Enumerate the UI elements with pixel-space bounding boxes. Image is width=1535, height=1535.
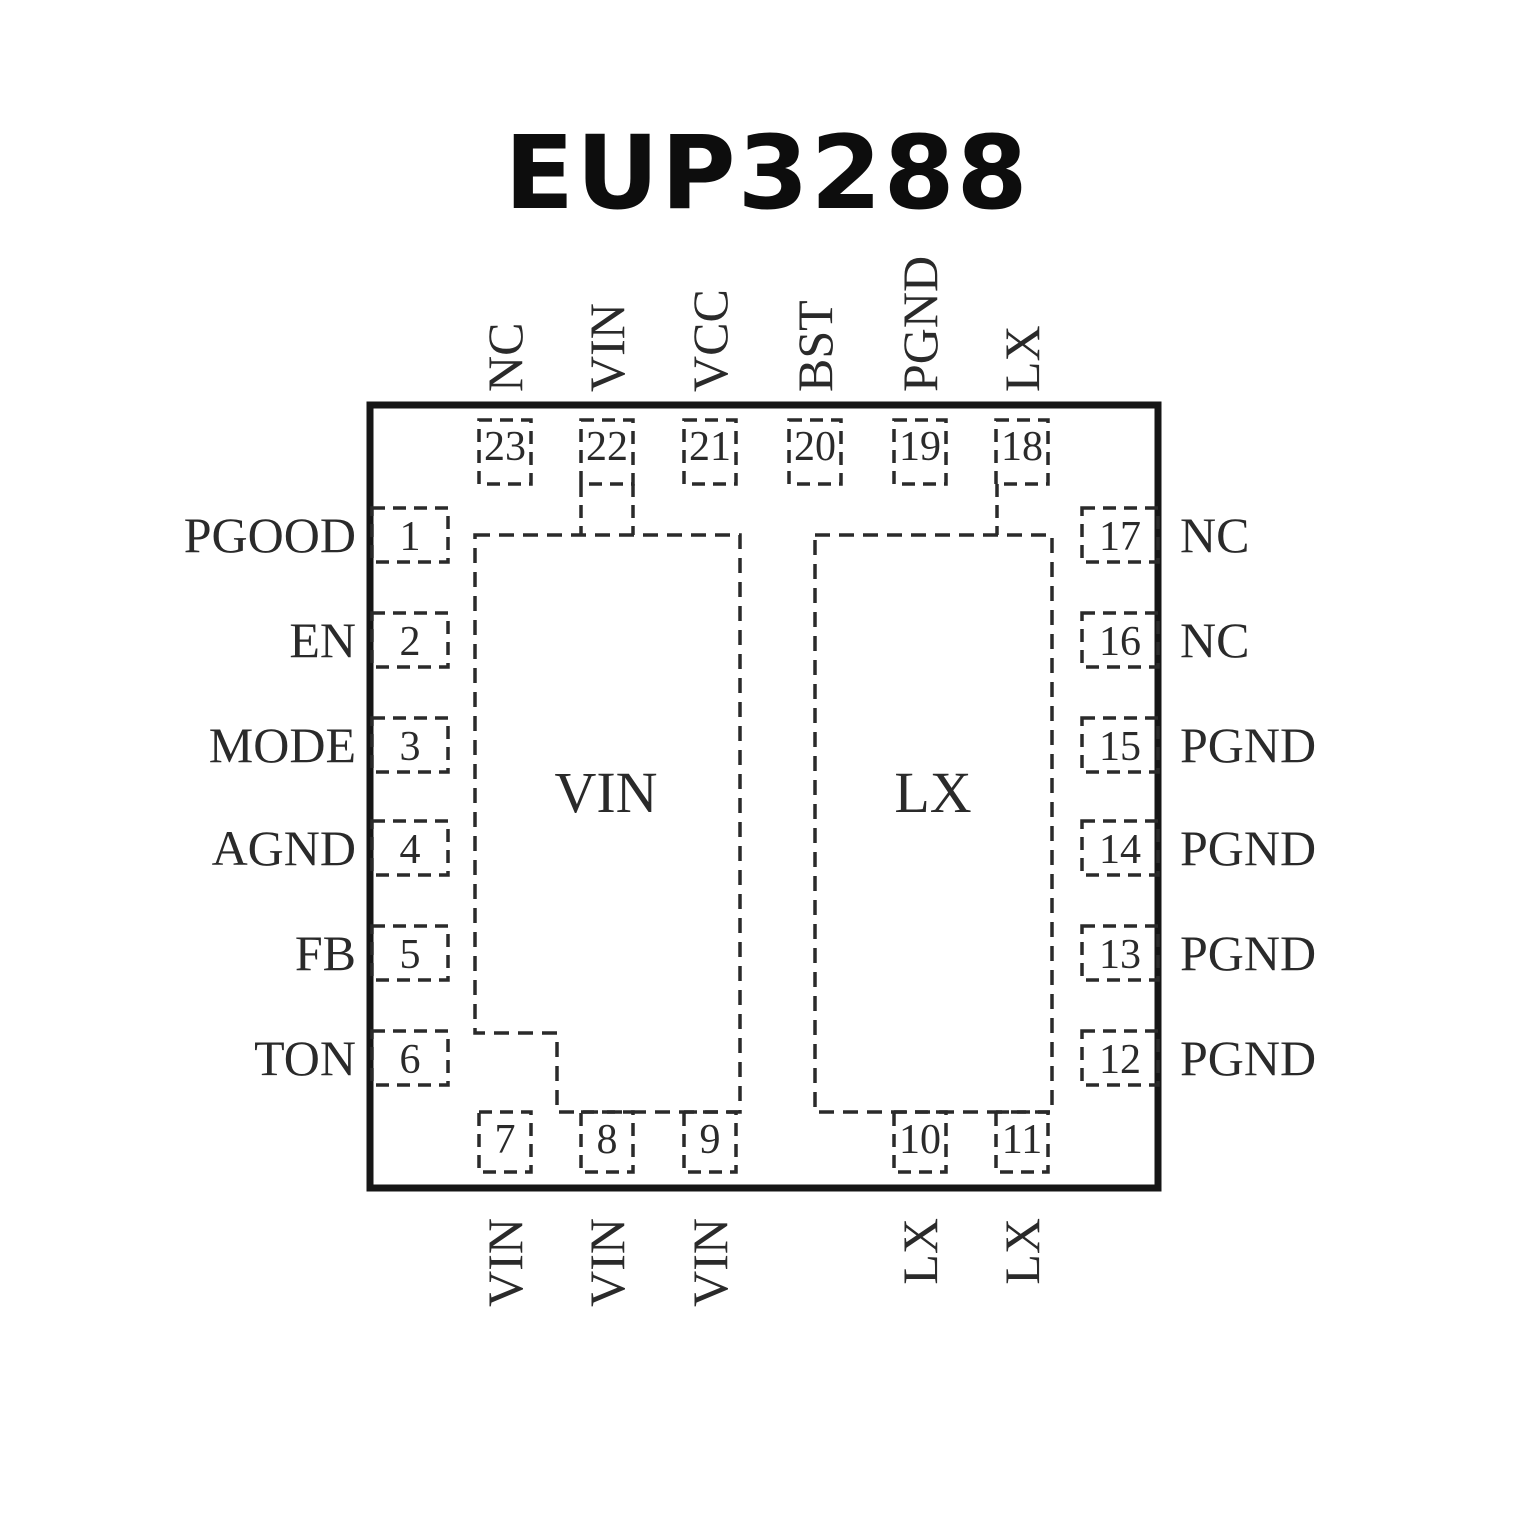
- pin-label: VCC: [682, 289, 738, 392]
- pin-label: PGND: [1180, 717, 1316, 773]
- pin-number: 8: [597, 1117, 618, 1163]
- pin-label: TON: [254, 1030, 356, 1086]
- pin-number: 5: [400, 932, 421, 978]
- pin-number: 10: [899, 1117, 941, 1163]
- pin-top-23: 23 NC: [477, 323, 533, 486]
- pin-right-12: 12 PGND: [1080, 1029, 1316, 1087]
- pin-box: [370, 1029, 450, 1087]
- pin-left-1: 1 PGOOD: [184, 506, 450, 564]
- pin-number: 18: [1001, 424, 1043, 470]
- pin-label: NC: [1180, 612, 1249, 668]
- pin-box: [787, 418, 843, 486]
- pin-label: PGOOD: [184, 507, 356, 563]
- pin-label: FB: [295, 925, 356, 981]
- pin-bottom-7: 7 VIN: [477, 1110, 533, 1307]
- pin-right-13: 13 PGND: [1080, 924, 1316, 982]
- pin-top-19: 19 PGND: [892, 256, 948, 486]
- pin-box: [892, 1110, 948, 1174]
- pin-number: 19: [899, 424, 941, 470]
- pin-box: [682, 1110, 738, 1174]
- pin-box: [477, 418, 533, 486]
- pin-box: [994, 418, 1050, 486]
- pin-number: 6: [400, 1037, 421, 1083]
- pin-label: VIN: [579, 303, 635, 392]
- pin-top-22: 22 VIN: [579, 303, 635, 486]
- pin-top-18: 18 LX: [994, 325, 1050, 486]
- lx-pad-label: LX: [894, 760, 971, 825]
- pin-number: 23: [484, 424, 526, 470]
- pin-label: PGND: [1180, 1030, 1316, 1086]
- pin-bottom-9: 9 VIN: [682, 1110, 738, 1307]
- pin-number: 11: [1002, 1117, 1042, 1163]
- pin-number: 1: [400, 514, 421, 560]
- pin-top-20: 20 BST: [787, 300, 843, 486]
- pin-label: VIN: [682, 1218, 738, 1307]
- pin-box: [370, 924, 450, 982]
- pin-label: MODE: [209, 717, 356, 773]
- pin-left-4: 4 AGND: [212, 819, 450, 877]
- pin-label: AGND: [212, 820, 356, 876]
- pin-number: 15: [1099, 724, 1141, 770]
- pin-box: [579, 1110, 635, 1174]
- pin-box: [994, 1110, 1050, 1174]
- pin-number: 2: [400, 619, 421, 665]
- pin-label: LX: [994, 1218, 1050, 1285]
- chip-title: EUP3288: [504, 114, 1029, 233]
- pin-top-21: 21 VCC: [682, 289, 738, 486]
- pin-label: NC: [1180, 507, 1249, 563]
- pin-box: [370, 819, 450, 877]
- pin-box: [370, 506, 450, 564]
- pin-bottom-10: 10 LX: [892, 1110, 948, 1285]
- pin-number: 13: [1099, 932, 1141, 978]
- pin-label: EN: [289, 612, 356, 668]
- pin-box: [1080, 924, 1160, 982]
- pin-number: 20: [794, 424, 836, 470]
- pin-left-6: 6 TON: [254, 1029, 450, 1087]
- pin-label: PGND: [892, 256, 948, 392]
- pin-number: 3: [400, 724, 421, 770]
- pin-label: NC: [477, 323, 533, 392]
- pin-bottom-11: 11 LX: [994, 1110, 1050, 1285]
- pin-number: 4: [400, 827, 421, 873]
- pin-number: 17: [1099, 514, 1141, 560]
- pin-right-14: 14 PGND: [1080, 819, 1316, 877]
- pin-box: [1080, 611, 1160, 669]
- pin-box: [892, 418, 948, 486]
- pin-left-5: 5 FB: [295, 924, 450, 982]
- pin-label: LX: [994, 325, 1050, 392]
- pin-label: VIN: [579, 1218, 635, 1307]
- pin-number: 22: [586, 424, 628, 470]
- pin-number: 21: [689, 424, 731, 470]
- vin-pad: [473, 533, 742, 1114]
- pin-right-17: 17 NC: [1080, 506, 1249, 564]
- pin-number: 12: [1099, 1037, 1141, 1083]
- pin-left-2: 2 EN: [289, 611, 450, 669]
- package-outline: [366, 401, 1162, 1192]
- pin-number: 7: [495, 1117, 516, 1163]
- pin-box: [1080, 1029, 1160, 1087]
- pin-label: VIN: [477, 1218, 533, 1307]
- pin-box: [1080, 819, 1160, 877]
- pin-left-3: 3 MODE: [209, 716, 450, 774]
- pin-box: [370, 716, 450, 774]
- pin-number: 16: [1099, 619, 1141, 665]
- pin-box: [1080, 506, 1160, 564]
- pin-right-15: 15 PGND: [1080, 716, 1316, 774]
- pin-label: BST: [787, 300, 843, 392]
- pin-right-16: 16 NC: [1080, 611, 1249, 669]
- vin-pad-label: VIN: [554, 760, 657, 825]
- pin-bottom-8: 8 VIN: [579, 1110, 635, 1307]
- pin-label: LX: [892, 1218, 948, 1285]
- pin-box: [579, 418, 635, 486]
- pin-number: 14: [1099, 827, 1141, 873]
- pin-number: 9: [700, 1117, 721, 1163]
- pin-box: [370, 611, 450, 669]
- pin-label: PGND: [1180, 925, 1316, 981]
- pin-label: PGND: [1180, 820, 1316, 876]
- pin-box: [477, 1110, 533, 1174]
- pin-box: [682, 418, 738, 486]
- pin-box: [1080, 716, 1160, 774]
